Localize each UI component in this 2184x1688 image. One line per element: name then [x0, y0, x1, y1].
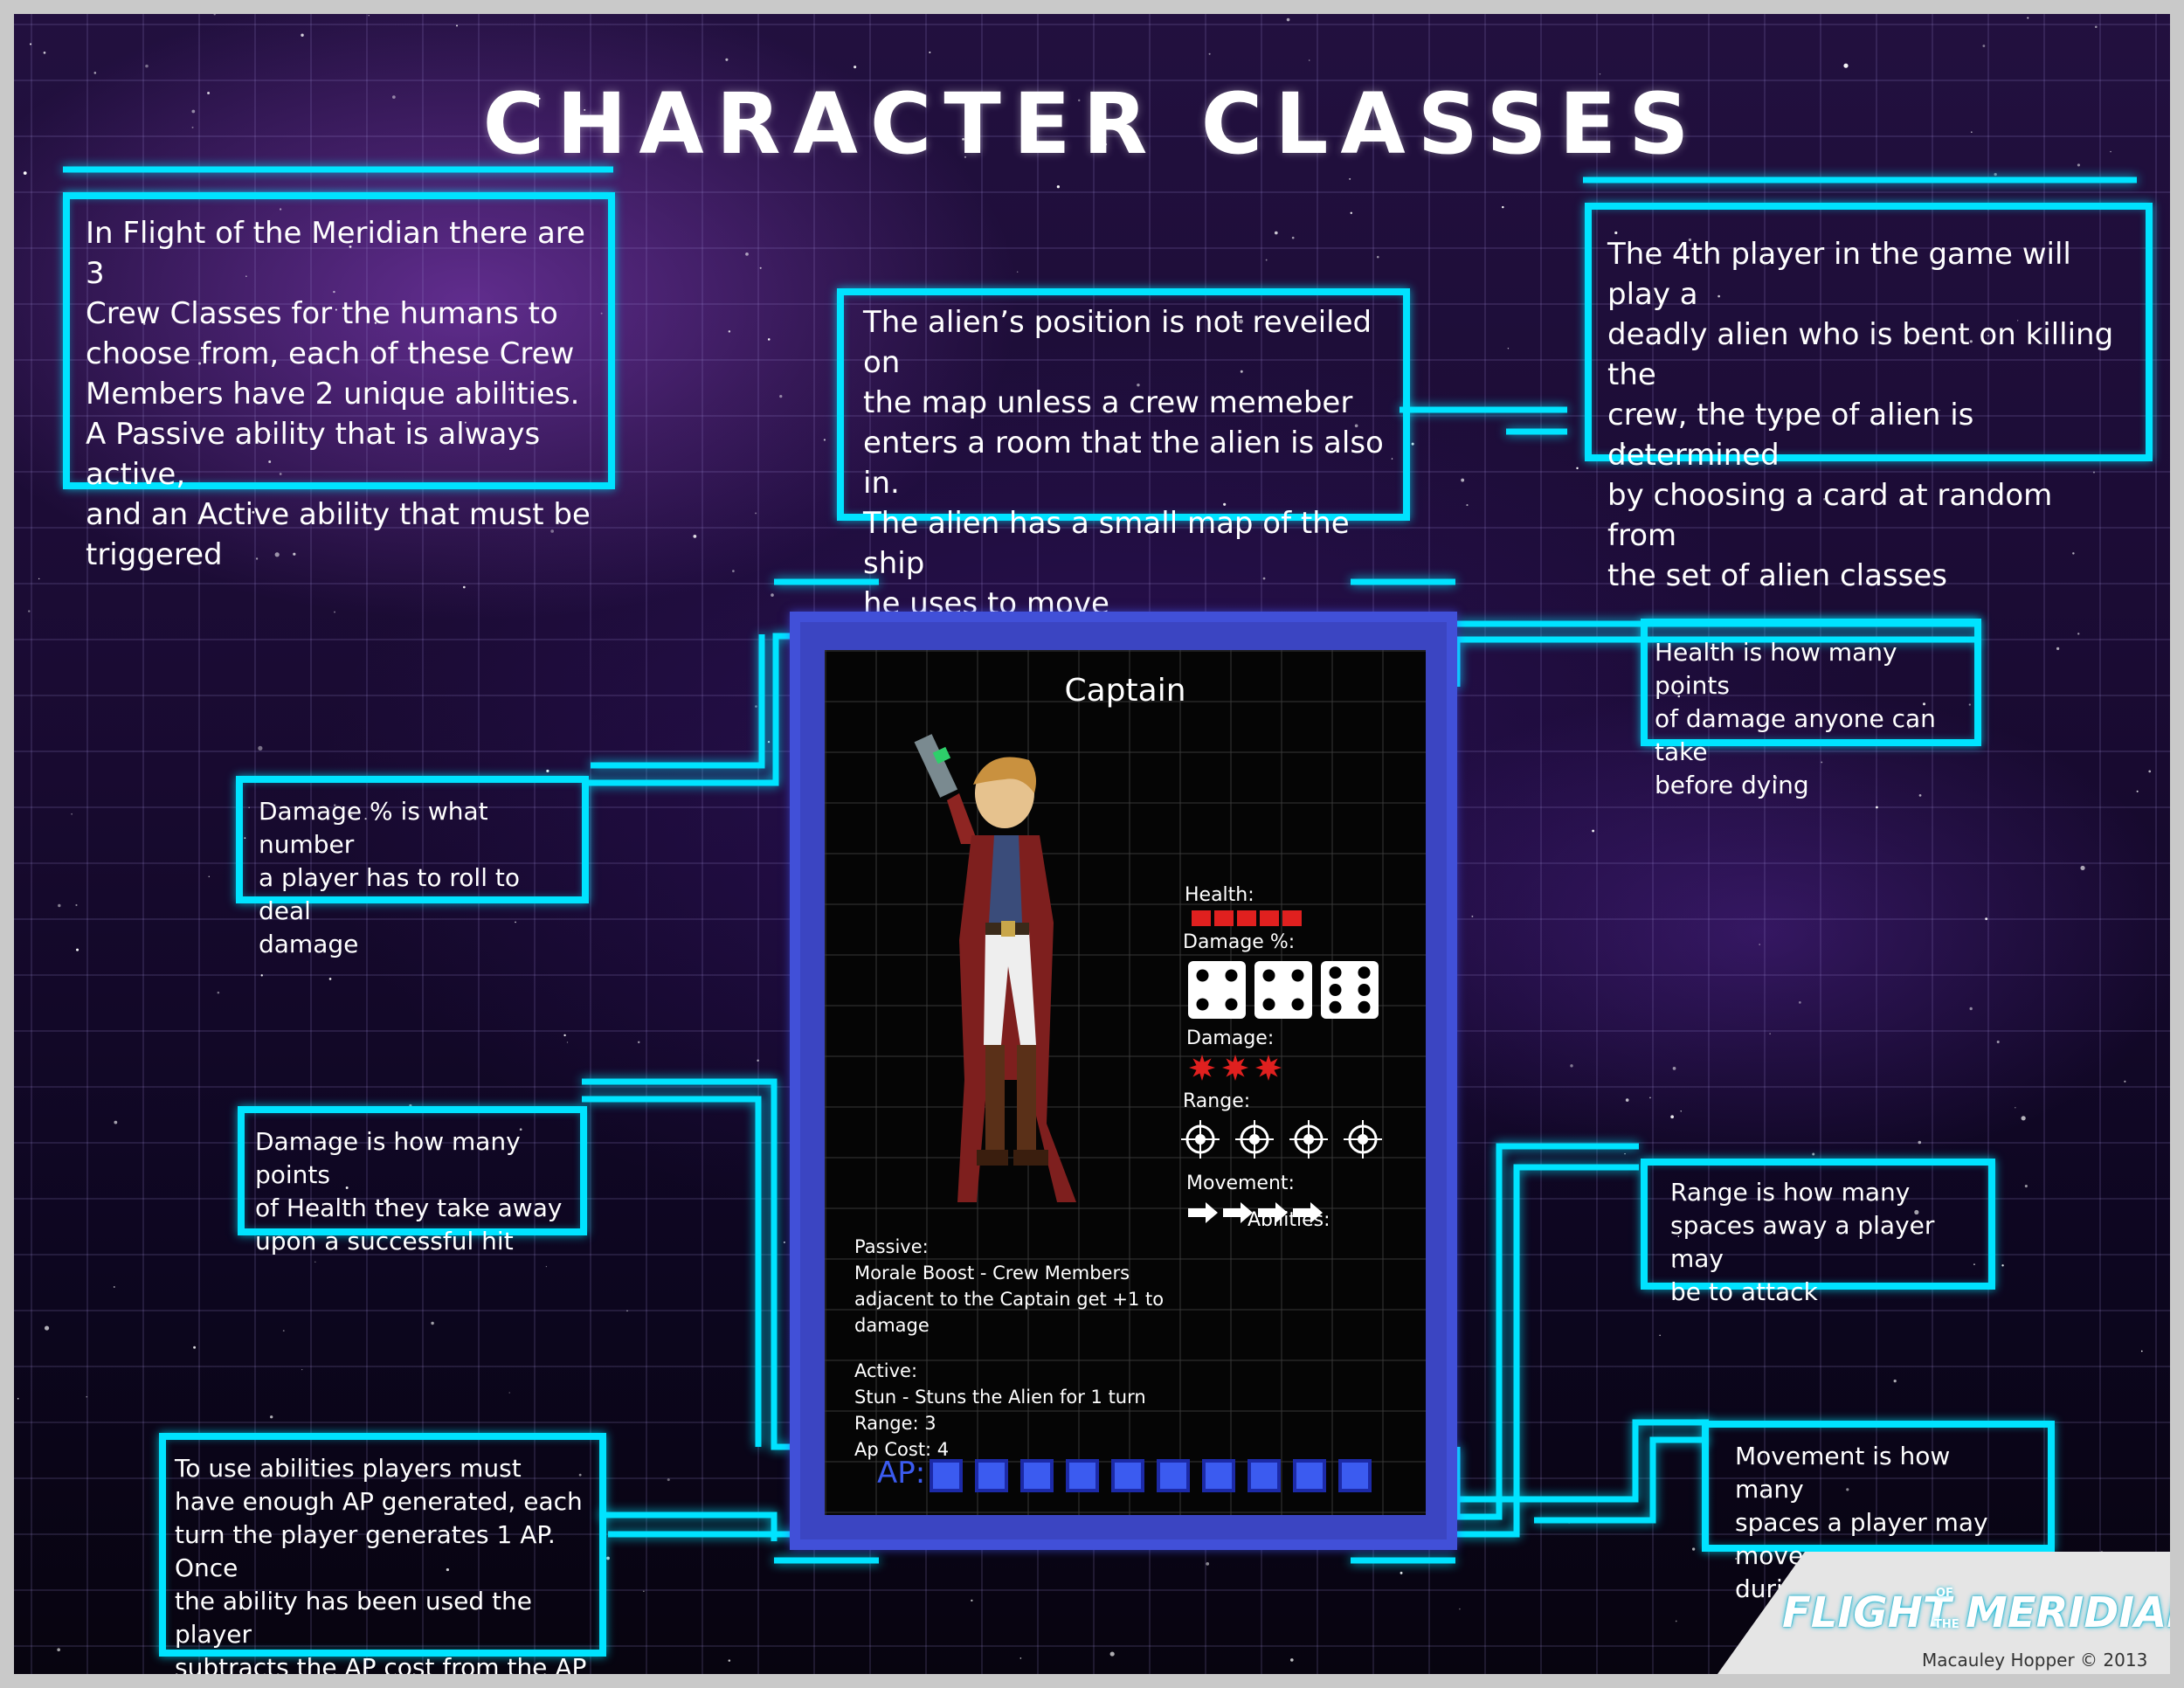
ap-label: AP:	[877, 1456, 926, 1491]
health-point	[1260, 910, 1279, 926]
die-face	[1254, 961, 1312, 1019]
alien-position-text: The alien’s position is not reveiled on …	[863, 305, 1384, 621]
active-ability-text: Active: Stun - Stuns the Alien for 1 tur…	[854, 1360, 1146, 1460]
movement-arrow	[1188, 1202, 1218, 1223]
health-point	[1192, 910, 1211, 926]
damage-bursts	[1189, 1055, 1282, 1081]
movement-info-box: Movement is how many spaces a player may…	[1702, 1421, 2055, 1603]
card-name: Captain	[1064, 673, 1186, 709]
ap-slot	[1293, 1459, 1326, 1492]
page-title: CHARACTER CLASSES	[482, 75, 1702, 173]
range-info-box: Range is how many spaces away a player m…	[1641, 1159, 1995, 1306]
ap-slot	[1066, 1459, 1099, 1492]
logo: FLIGHT OF THE MERIDIAN Macauley Hopper ©…	[1717, 1552, 2170, 1674]
damage-pct-label: Damage %:	[1183, 931, 1296, 953]
damage-burst	[1255, 1055, 1282, 1081]
ap-slot	[1111, 1459, 1144, 1492]
damage-info-text: Damage is how many points of Health they…	[255, 1127, 563, 1256]
abilities-label: Abilities:	[1248, 1209, 1330, 1231]
logo-backdrop	[1717, 1552, 2170, 1674]
ap-slot	[1157, 1459, 1190, 1492]
range-target	[1235, 1120, 1274, 1159]
ap-info-box: To use abilities players must have enoug…	[159, 1433, 606, 1674]
range-label: Range:	[1183, 1090, 1251, 1112]
character-card: Captain	[790, 612, 1457, 1550]
poster: CHARACTER CLASSES	[14, 14, 2170, 1674]
logo-flight: FLIGHT	[1782, 1588, 1952, 1637]
damage-pct-info-box: Damage % is what number a player has to …	[236, 776, 589, 958]
damage-info-box: Damage is how many points of Health they…	[238, 1106, 587, 1256]
passive-ability-text: Passive: Morale Boost - Crew Members adj…	[854, 1236, 1165, 1336]
movement-arrow	[1258, 1202, 1288, 1223]
logo-the: THE	[1934, 1618, 1959, 1631]
health-bar	[1192, 910, 1302, 926]
ap-track	[930, 1459, 1384, 1494]
fourth-player-text: The 4th player in the game will play a d…	[1607, 237, 2114, 593]
logo-of: OF	[1936, 1587, 1953, 1600]
movement-arrows	[1188, 1202, 1323, 1223]
credit-text: Macauley Hopper © 2013	[1922, 1650, 2148, 1671]
intro-text: In Flight of the Meridian there are 3 Cr…	[86, 216, 591, 572]
fourth-player-box: The 4th player in the game will play a d…	[1585, 203, 2153, 593]
health-info-box: Health is how many points of damage anyo…	[1641, 619, 1981, 799]
damage-burst	[1222, 1055, 1248, 1081]
health-point	[1214, 910, 1234, 926]
movement-arrow	[1223, 1202, 1253, 1223]
health-label: Health:	[1185, 884, 1254, 906]
ap-info-text: To use abilities players must have enoug…	[175, 1454, 587, 1674]
damage-pct-info-text: Damage % is what number a player has to …	[259, 797, 520, 958]
movement-label: Movement:	[1186, 1173, 1295, 1194]
range-info-text: Range is how many spaces away a player m…	[1670, 1178, 1935, 1306]
intro-box: In Flight of the Meridian there are 3 Cr…	[63, 192, 615, 572]
health-info-text: Health is how many points of damage anyo…	[1655, 638, 1936, 799]
alien-position-box: The alien’s position is not reveiled on …	[837, 288, 1410, 621]
ap-slot	[1020, 1459, 1054, 1492]
die-face	[1321, 961, 1379, 1019]
damage-label: Damage:	[1186, 1027, 1275, 1049]
movement-arrow	[1293, 1202, 1323, 1223]
range-targets	[1181, 1120, 1382, 1159]
ap-slot	[975, 1459, 1008, 1492]
health-point	[1237, 910, 1256, 926]
range-target	[1181, 1120, 1220, 1159]
range-target	[1344, 1120, 1382, 1159]
ap-slot	[1202, 1459, 1235, 1492]
ap-slot	[1338, 1459, 1372, 1492]
captain-figure	[914, 734, 1076, 1202]
ap-slot	[930, 1459, 963, 1492]
damage-burst	[1189, 1055, 1215, 1081]
health-point	[1282, 910, 1302, 926]
logo-meridian: MERIDIAN	[1966, 1588, 2170, 1637]
connector-lines	[63, 166, 2137, 1564]
die-face	[1188, 961, 1246, 1019]
card-face: Captain	[825, 650, 1426, 1515]
ap-slot	[1248, 1459, 1281, 1492]
damage-dice	[1188, 961, 1379, 1019]
range-target	[1289, 1120, 1328, 1159]
